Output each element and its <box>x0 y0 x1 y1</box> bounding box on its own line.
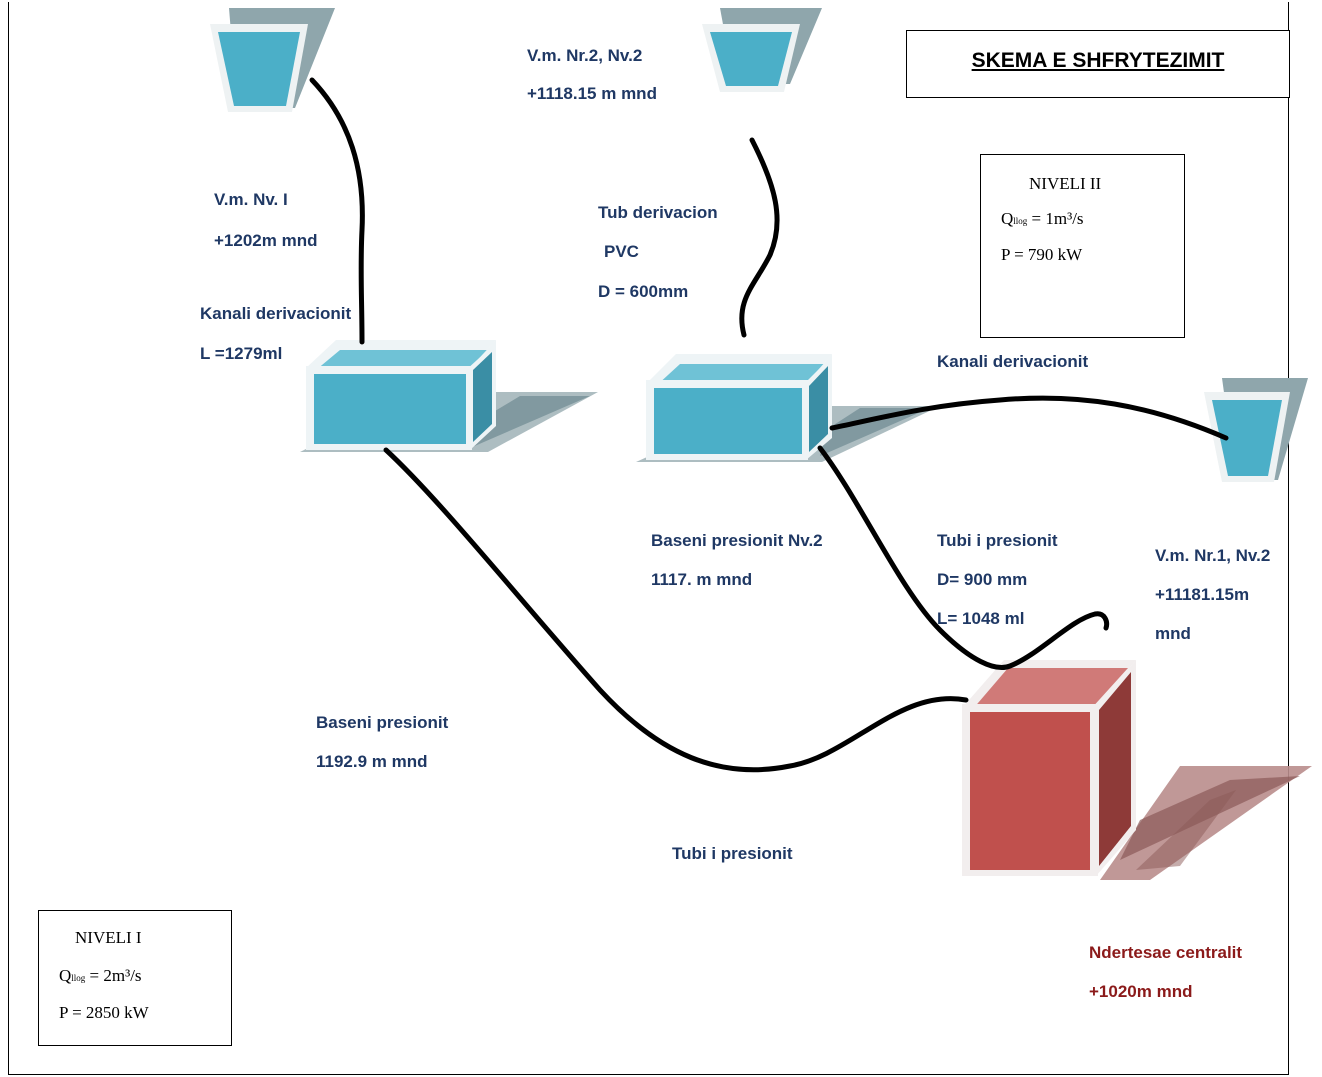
level2-flow: Qllog = 1m³/s <box>1001 210 1084 227</box>
label-vm-nr1-elev: +11181.15m <box>1155 585 1250 604</box>
drawing-frame <box>8 2 1289 1075</box>
intake-nv1 <box>210 8 335 112</box>
penstock-nv1 <box>383 447 969 773</box>
label-centrali-elev: +1020m mnd <box>1089 982 1193 1001</box>
intake-nr2 <box>702 8 822 92</box>
title-box: SKEMA E SHFRYTEZIMIT <box>906 30 1290 98</box>
label-baseni-1-elev: 1192.9 m mnd <box>316 752 428 771</box>
level2-info-box: NIVELI II Qllog = 1m³/s P = 790 kW <box>980 154 1185 338</box>
label-vm-nr2: V.m. Nr.2, Nv.2 <box>527 46 643 65</box>
label-vm-nr1-unit: mnd <box>1155 624 1191 643</box>
powerhouse <box>962 660 1312 880</box>
label-tub-derivacion: Tub derivacion <box>598 203 718 222</box>
intake-nr1 <box>1204 378 1308 482</box>
penstock-nv2 <box>817 445 1110 670</box>
page-title: SKEMA E SHFRYTEZIMIT <box>971 49 1225 72</box>
level1-heading: NIVELI I <box>75 928 142 947</box>
label-centrali: Ndertesae centralit <box>1089 943 1243 962</box>
pipelines <box>309 77 1229 773</box>
level2-power: P = 790 kW <box>1001 245 1083 264</box>
channel-nv1 <box>309 77 365 345</box>
level1-flow-sub: llog <box>71 973 86 983</box>
label-baseni-1: Baseni presionit <box>316 713 449 732</box>
pressure-basin-2 <box>636 354 940 462</box>
level1-flow-value: = 2m³/s <box>89 966 142 985</box>
label-tubi-presionit-2-d: D= 900 mm <box>937 570 1028 589</box>
label-vm-nr2-elev: +1118.15 m mnd <box>527 84 657 103</box>
level1-power: P = 2850 kW <box>59 1003 149 1022</box>
label-tubi-presionit-2: Tubi i presionit <box>937 531 1058 550</box>
label-kanali-2: Kanali derivacionit <box>937 352 1089 371</box>
channel-nr1 <box>829 395 1229 441</box>
level2-flow-value: = 1m³/s <box>1031 209 1084 228</box>
pressure-basin-1 <box>300 340 598 452</box>
level1-flow-symbol: Q <box>59 966 72 985</box>
label-baseni-2: Baseni presionit Nv.2 <box>651 531 823 550</box>
label-kanali-1: Kanali derivacionit <box>200 304 352 323</box>
label-kanali-1-length: L =1279ml <box>200 344 283 363</box>
level2-flow-symbol: Q <box>1001 209 1014 228</box>
label-vm-nv1-elev: +1202m mnd <box>214 231 318 250</box>
label-tub-pvc: PVC <box>604 242 639 261</box>
label-tubi-presionit-1: Tubi i presionit <box>672 844 793 863</box>
pipe-pvc <box>739 137 780 338</box>
level1-flow: Qllog = 2m³/s <box>59 967 142 984</box>
label-tub-diameter: D = 600mm <box>598 282 689 301</box>
label-vm-nr1: V.m. Nr.1, Nv.2 <box>1155 546 1271 565</box>
label-vm-nv1: V.m. Nv. I <box>214 190 288 209</box>
level2-heading: NIVELI II <box>1029 174 1102 193</box>
label-baseni-2-elev: 1117. m mnd <box>651 570 753 589</box>
label-tubi-presionit-2-l: L= 1048 ml <box>937 609 1025 628</box>
level2-flow-sub: llog <box>1013 216 1028 226</box>
level1-info-box: NIVELI I Qllog = 2m³/s P = 2850 kW <box>38 910 232 1046</box>
